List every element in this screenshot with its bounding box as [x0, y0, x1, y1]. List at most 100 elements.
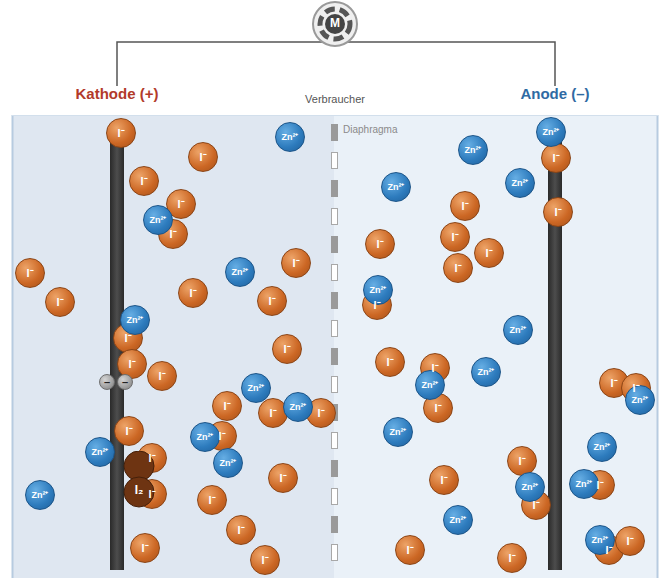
component-label: Verbraucher — [301, 94, 369, 105]
wire — [369, 42, 555, 86]
ion-label: I⁻ — [554, 207, 561, 218]
iodide-ion: I⁻ — [15, 258, 45, 288]
ion-label: I⁻ — [141, 543, 148, 554]
ion-label: Zn²⁺ — [543, 128, 560, 137]
zinc-ion: Zn²⁺ — [25, 480, 55, 510]
ion-label: I⁻ — [268, 296, 275, 307]
zinc-ion: Zn²⁺ — [415, 370, 445, 400]
ion-label: – — [122, 377, 128, 388]
iodide-ion: I⁻ — [543, 197, 573, 227]
iodide-ion: I⁻ — [147, 361, 177, 391]
iodide-ion: I⁻ — [365, 229, 395, 259]
ion-label: I⁻ — [386, 357, 393, 368]
zinc-ion: Zn²⁺ — [225, 257, 255, 287]
iodide-ion: I⁻ — [268, 463, 298, 493]
iodide-ion: I⁻ — [226, 515, 256, 545]
ion-label: I⁻ — [208, 495, 215, 506]
wire — [348, 41, 369, 43]
ion-label: I⁻ — [605, 545, 612, 556]
ion-label: I⁻ — [223, 401, 230, 412]
ion-label: I⁻ — [189, 288, 196, 299]
ion-label: Zn²⁺ — [576, 480, 593, 489]
diaphragm-label: Diaphragma — [343, 125, 397, 135]
ion-label: I⁻ — [508, 553, 515, 564]
iodide-ion: I⁻ — [497, 543, 527, 573]
ion-label: I⁻ — [626, 536, 633, 547]
ion-label: – — [104, 377, 110, 388]
zinc-ion: Zn²⁺ — [471, 357, 501, 387]
wire — [117, 42, 301, 86]
zinc-ion: Zn²⁺ — [536, 117, 566, 147]
ion-label: I⁻ — [56, 297, 63, 308]
zinc-ion: Zn²⁺ — [275, 122, 305, 152]
ion-label: Zn²⁺ — [127, 316, 144, 325]
ion-label: I⁻ — [373, 300, 380, 311]
motor-symbol: MVerbraucher — [301, 0, 369, 108]
ion-label: I⁻ — [269, 408, 276, 419]
ion-label: I⁻ — [26, 268, 33, 279]
ion-label: Zn²⁺ — [512, 179, 529, 188]
ion-label: I⁻ — [434, 403, 441, 414]
ion-label: I⁻ — [177, 199, 184, 210]
zinc-ion: Zn²⁺ — [458, 135, 488, 165]
zinc-ion: Zn²⁺ — [625, 385, 655, 415]
iodide-ion: I⁻ — [541, 143, 571, 173]
ion-label: I⁻ — [261, 555, 268, 566]
diaphragm — [329, 124, 339, 572]
iodide-ion: I⁻ — [281, 248, 311, 278]
zinc-ion: Zn²⁺ — [381, 172, 411, 202]
ion-label: Zn²⁺ — [478, 368, 495, 377]
ion-label: I⁻ — [117, 128, 124, 139]
ion-label: I⁻ — [317, 408, 324, 419]
iodide-ion: I⁻ — [257, 286, 287, 316]
iodide-ion: I⁻ — [197, 485, 227, 515]
ion-label: Zn²⁺ — [232, 268, 249, 277]
zinc-ion: Zn²⁺ — [383, 417, 413, 447]
ion-label: I⁻ — [292, 258, 299, 269]
zinc-ion: Zn²⁺ — [283, 392, 313, 422]
ion-label: Zn²⁺ — [220, 459, 237, 468]
ion-label: I⁻ — [485, 248, 492, 259]
iodide-ion: I⁻ — [178, 278, 208, 308]
ion-label: I⁻ — [532, 500, 539, 511]
ion-label: I⁻ — [451, 232, 458, 243]
iodide-ion: I⁻ — [440, 222, 470, 252]
zinc-ion: Zn²⁺ — [503, 315, 533, 345]
ion-label: I⁻ — [552, 153, 559, 164]
zinc-ion: Zn²⁺ — [515, 472, 545, 502]
iodide-ion: I⁻ — [250, 545, 280, 575]
zinc-ion: Zn²⁺ — [443, 505, 473, 535]
electrolyte-right — [12, 115, 658, 578]
zinc-ion: Zn²⁺ — [241, 373, 271, 403]
zinc-ion: Zn²⁺ — [85, 437, 115, 467]
ion-label: Zn²⁺ — [450, 516, 467, 525]
iodide-ion: I⁻ — [615, 526, 645, 556]
ion-label: I⁻ — [610, 378, 617, 389]
ion-label: I⁻ — [632, 383, 639, 394]
cell-wall — [12, 115, 14, 578]
motor-housing — [313, 2, 357, 46]
ion-label: I⁻ — [406, 545, 413, 556]
ion-label: I⁻ — [440, 475, 447, 486]
ion-label: I⁻ — [140, 176, 147, 187]
iodide-ion: I⁻ — [272, 334, 302, 364]
ion-label: I⁻ — [125, 426, 132, 437]
ion-label: Zn²⁺ — [510, 326, 527, 335]
iodide-ion: I⁻ — [45, 287, 75, 317]
iodide-ion: I⁻ — [429, 465, 459, 495]
zinc-ion: Zn²⁺ — [213, 448, 243, 478]
ion-label: Zn²⁺ — [150, 216, 167, 225]
ion-label: Zn²⁺ — [388, 183, 405, 192]
electrolyte-surface — [12, 115, 658, 116]
ion-label: Zn²⁺ — [390, 428, 407, 437]
electrolyte-left — [12, 115, 334, 578]
ion-label: I⁻ — [218, 431, 225, 442]
electrode-label: Anode (–) — [515, 86, 595, 101]
ion-label: Zn²⁺ — [32, 491, 49, 500]
ion-label: I⁻ — [148, 453, 155, 464]
ion-label: I⁻ — [148, 489, 155, 500]
ion-label: Zn²⁺ — [632, 396, 649, 405]
iodide-ion: I⁻ — [474, 238, 504, 268]
